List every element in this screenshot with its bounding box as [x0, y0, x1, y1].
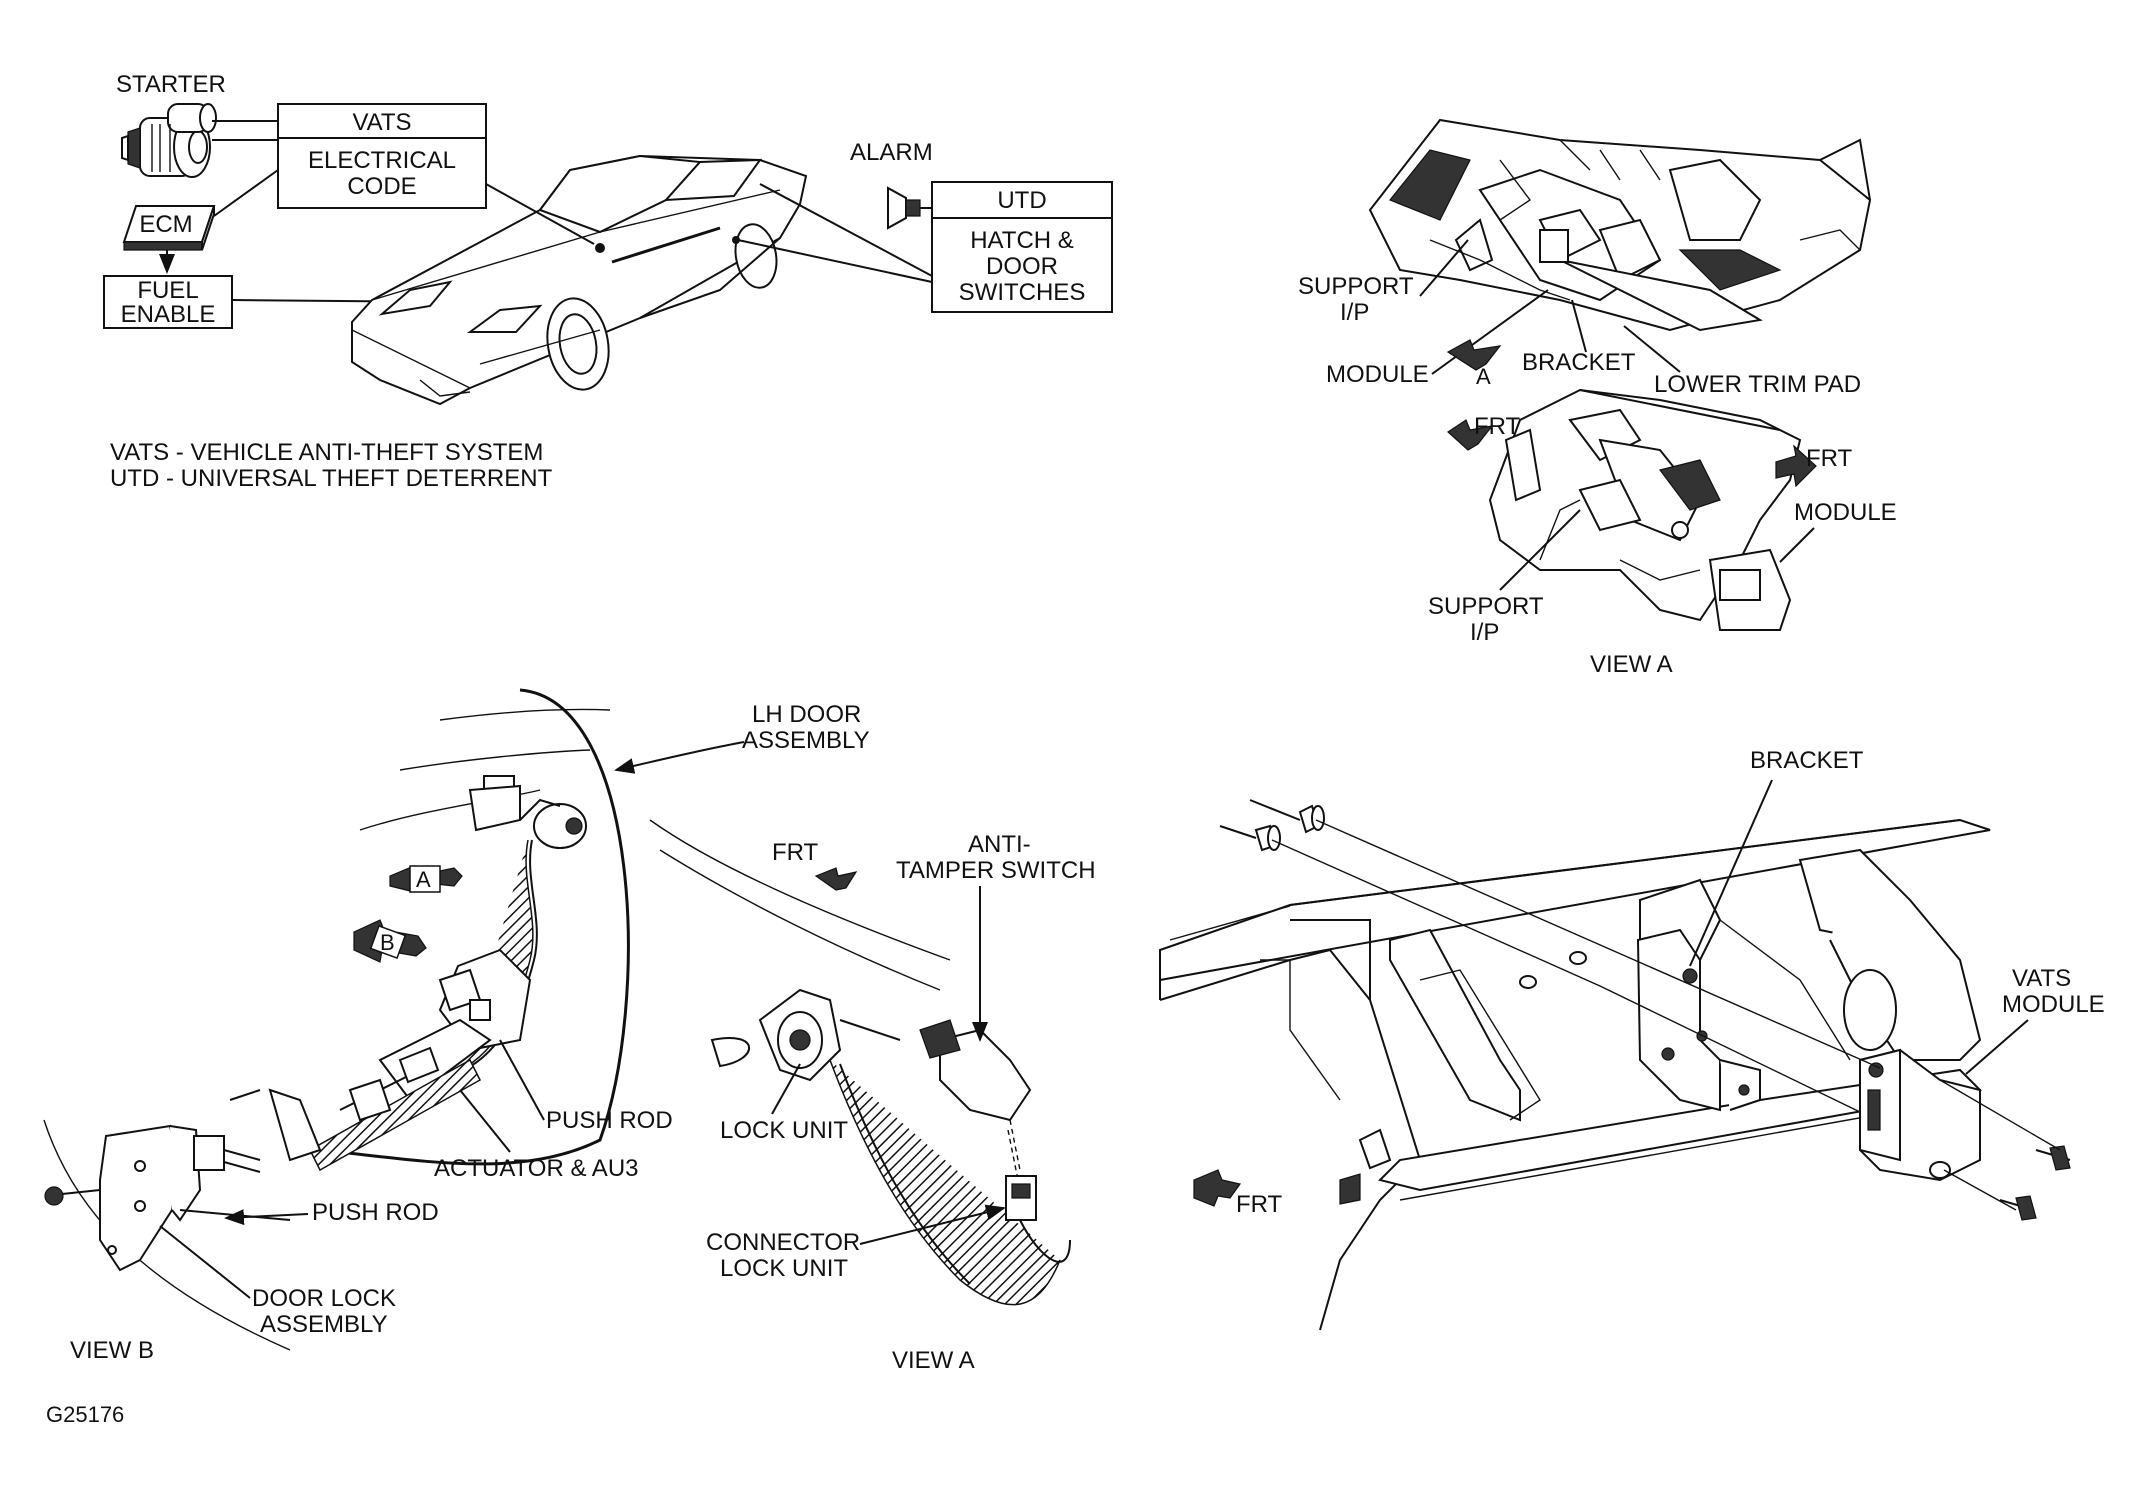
ecm-label: ECM [139, 211, 192, 238]
view-a-arrow-marker [1446, 339, 1502, 371]
view-a-callout-letter: A [416, 867, 431, 892]
system-overview: STARTER VATS ELECTRICAL CODE ECM FUEL EN… [103, 71, 1113, 492]
anti-tamper-label: ANTI- [968, 831, 1031, 858]
figure-id: G25176 [46, 1402, 124, 1427]
view-b-caption: VIEW B [70, 1337, 154, 1364]
fuel-enable-box [103, 275, 233, 329]
code-label: CODE [347, 173, 416, 200]
vehicle-illustration [351, 154, 808, 406]
support-ip-label-lower: SUPPORT [1428, 593, 1544, 620]
alarm-label: ALARM [850, 139, 933, 166]
electrical-code-box [277, 137, 487, 209]
vats-box [277, 103, 487, 139]
view-b-callout-letter: B [380, 930, 395, 955]
vats-module-install-view: BRACKET VATS MODULE FRT [1159, 747, 2105, 1331]
vats-module-sub-label: MODULE [2002, 991, 2105, 1018]
vats-module-label: VATS [2012, 965, 2071, 992]
door-label: DOOR [986, 253, 1058, 280]
lh-door-sub-label: ASSEMBLY [742, 727, 870, 754]
module-location-views: SUPPORT I/P MODULE A BRACKET LOWER TRIM … [1298, 118, 1897, 678]
starter-motor-illustration [121, 103, 217, 178]
frt-arrow-left [1447, 419, 1494, 451]
view-a-lock-unit-illustration [649, 819, 1071, 1306]
lock-unit-label: LOCK UNIT [720, 1117, 848, 1144]
push-rod-upper-label: PUSH ROD [546, 1107, 673, 1134]
instrument-panel-illustration-upper [1368, 118, 1872, 332]
frt-label-install: FRT [1236, 1191, 1283, 1218]
door-lock-components [229, 775, 587, 1172]
door-lock-label: DOOR LOCK [252, 1285, 396, 1312]
legend-utd: UTD - UNIVERSAL THEFT DETERRENT [110, 465, 553, 492]
hatch-label: HATCH & [970, 227, 1074, 254]
door-lock-sub-label: ASSEMBLY [260, 1311, 388, 1338]
frt-arrow-view-a [814, 867, 858, 891]
bracket-label-upper: BRACKET [1522, 349, 1636, 376]
electrical-label: ELECTRICAL [308, 147, 456, 174]
switches-label: SWITCHES [959, 279, 1086, 306]
actuator-label: ACTUATOR & AU3 [434, 1155, 639, 1182]
mounting-bolts [1219, 799, 2071, 1221]
support-ip-sub-upper: I/P [1340, 299, 1369, 326]
connector-label: CONNECTOR [706, 1229, 860, 1256]
view-a-caption-upper-right: VIEW A [1590, 651, 1673, 678]
fuel-label: FUEL [137, 277, 198, 304]
door-assembly-views: LH DOOR ASSEMBLY A B [43, 688, 1096, 1427]
push-rod-lower-label: PUSH ROD [312, 1199, 439, 1226]
module-label-upper: MODULE [1326, 361, 1429, 388]
utd-label: UTD [997, 187, 1046, 214]
bracket-label-install: BRACKET [1750, 747, 1864, 774]
view-b-door-lock-illustration [43, 1119, 291, 1351]
frt-arrow-right [1775, 444, 1817, 488]
starter-label: STARTER [116, 71, 226, 98]
view-a-caption-lower: VIEW A [892, 1347, 975, 1374]
support-ip-label-upper: SUPPORT [1298, 273, 1414, 300]
view-a-marker-letter: A [1476, 364, 1491, 389]
ecm-module [122, 205, 216, 251]
anti-tamper-sub-label: TAMPER SWITCH [896, 857, 1096, 884]
lh-door-label: LH DOOR [752, 701, 861, 728]
legend-vats: VATS - VEHICLE ANTI-THEFT SYSTEM [110, 439, 543, 466]
vats-box-label: VATS [352, 109, 411, 136]
frt-arrow-install [1193, 1169, 1242, 1207]
support-ip-sub-lower: I/P [1470, 619, 1499, 646]
utd-box [931, 181, 1113, 219]
frt-label-view-a: FRT [772, 839, 819, 866]
enable-label: ENABLE [121, 301, 216, 328]
lower-trim-pad-label: LOWER TRIM PAD [1654, 371, 1861, 398]
instrument-panel-illustration-lower [1488, 388, 1802, 631]
connector-sub-label: LOCK UNIT [720, 1255, 848, 1282]
module-label-lower: MODULE [1794, 499, 1897, 526]
alarm-horn-illustration [887, 186, 932, 230]
hatch-door-switches-box [931, 217, 1113, 313]
frt-label-right: FRT [1806, 445, 1853, 472]
frt-label-left: FRT [1474, 413, 1521, 440]
